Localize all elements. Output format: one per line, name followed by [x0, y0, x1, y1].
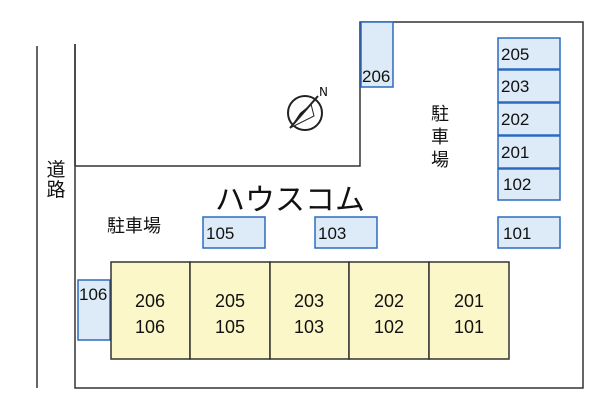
- parking-space-205-label: 205: [501, 45, 529, 64]
- parking-space-106-label: 106: [79, 285, 107, 304]
- parking-space-103: [314, 216, 378, 249]
- parking-label-right-char-1: 駐: [431, 104, 449, 125]
- parking-space-106: [77, 279, 111, 341]
- unit-2-upper: 205: [215, 291, 245, 311]
- north-label: N: [319, 85, 328, 99]
- parking-label-right-char-2: 車: [431, 127, 449, 148]
- parking-label-right-char-3: 場: [431, 150, 449, 171]
- parking-space-206-label: 206: [362, 67, 390, 86]
- parking-space-103-label: 103: [318, 224, 346, 243]
- parking-space-105: [202, 216, 266, 249]
- unit-3-lower: 103: [294, 317, 324, 337]
- parking-space-203-label: 203: [501, 77, 529, 96]
- building-unit-4: [348, 261, 430, 360]
- unit-2-lower: 105: [215, 317, 245, 337]
- parking-space-206: [360, 21, 394, 88]
- parking-space-101-label: 101: [503, 224, 531, 243]
- road-label-char-1: 道: [46, 159, 65, 181]
- parking-space-101: [497, 216, 561, 249]
- unit-3-upper: 203: [294, 291, 324, 311]
- building-unit-2: [189, 261, 271, 360]
- parking-space-201-label: 201: [501, 143, 529, 162]
- building-unit-3: [269, 261, 350, 360]
- road-label-char-2: 路: [46, 179, 65, 201]
- unit-5-upper: 201: [454, 291, 484, 311]
- parking-space-205: [497, 37, 561, 70]
- watermark-text: ハウスコム: [215, 183, 365, 218]
- parking-space-203: [497, 69, 561, 103]
- unit-1-upper: 206: [135, 291, 165, 311]
- parking-space-105-label: 105: [206, 224, 234, 243]
- unit-5-lower: 101: [454, 317, 484, 337]
- unit-4-upper: 202: [374, 291, 404, 311]
- unit-4-lower: 102: [374, 317, 404, 337]
- parking-space-102: [497, 168, 561, 201]
- parking-space-201: [497, 135, 561, 169]
- building-unit-1: [110, 261, 191, 360]
- parking-space-202: [497, 102, 561, 136]
- parking-label-left: 駐車場: [107, 216, 161, 237]
- building-unit-5: [428, 261, 510, 360]
- parking-space-102-label: 102: [503, 175, 531, 194]
- north-compass-icon: N: [287, 85, 328, 131]
- parking-space-202-label: 202: [501, 110, 529, 129]
- unit-1-lower: 106: [135, 317, 165, 337]
